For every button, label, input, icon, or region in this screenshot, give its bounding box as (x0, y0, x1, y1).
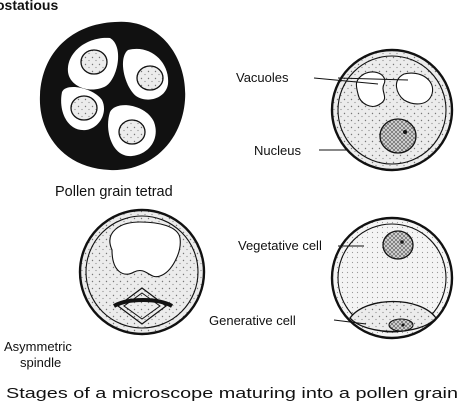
spindle-figure: Asymmetric spindle (4, 210, 204, 370)
vacuolated-figure: Vacuoles Nucleus (236, 50, 452, 170)
header-fragment: ostatious (0, 0, 58, 13)
tetrad-nucleus (81, 50, 107, 74)
label-nucleus: Nucleus (254, 143, 301, 158)
nucleolus (400, 240, 404, 244)
tetrad-figure: Pollen grain tetrad (40, 22, 185, 200)
vegetative-nucleus (383, 231, 413, 259)
tetrad-caption: Pollen grain tetrad (55, 184, 173, 200)
diagram-caption: Stages of a microscope maturing into a p… (6, 386, 458, 402)
label-vacuoles: Vacuoles (236, 70, 289, 85)
label-generative: Generative cell (209, 313, 296, 328)
tetrad-nucleus (119, 120, 145, 144)
tetrad-nucleus (71, 96, 97, 120)
tetrad-nucleus (137, 66, 163, 90)
label-vegetative: Vegetative cell (238, 238, 322, 253)
label-spindle-line1: Asymmetric (4, 339, 72, 354)
nucleolus (402, 324, 405, 327)
nucleolus (403, 130, 407, 134)
generative-nucleus (389, 319, 413, 331)
label-spindle-line2: spindle (20, 355, 61, 370)
nucleus (380, 119, 416, 153)
vacuole (110, 222, 180, 277)
mature-figure: Vegetative cell Generative cell (209, 218, 452, 338)
